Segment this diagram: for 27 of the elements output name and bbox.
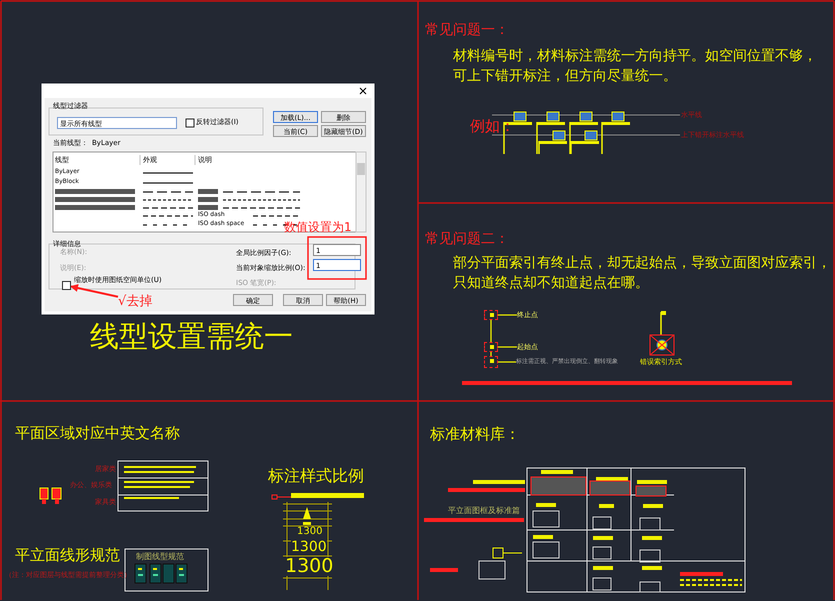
- heading: 线型设置需统一: [90, 320, 293, 354]
- heading: 常见问题一：: [425, 22, 509, 38]
- annotation: √去掉: [118, 294, 166, 310]
- arrow: [70, 284, 118, 298]
- leader-line: [490, 352, 492, 356]
- dimension-text: 1300: [297, 527, 322, 537]
- index-symbol: [484, 356, 498, 368]
- heading: 平面区域对应中英文名称: [15, 425, 180, 442]
- example-label: 例如：: [470, 118, 515, 136]
- dimension-text: 1300: [285, 557, 334, 576]
- index-symbol: [484, 310, 498, 320]
- heading: 常见问题二：: [425, 231, 509, 248]
- leader-line: [498, 346, 517, 348]
- annotation: 数值设置为1: [284, 221, 352, 235]
- box-title: 制图线型规范: [136, 552, 184, 562]
- paragraph: 部分平面索引有终止点，却无起始点，导致立面图对应索引，只知道终点却不知道起点在哪。: [453, 254, 831, 293]
- heading: 标注样式比例: [268, 467, 364, 486]
- leader-line: [498, 314, 517, 316]
- heading: 平立面线形规范: [15, 547, 120, 564]
- caption: 平立面图框及标准篇: [448, 506, 520, 516]
- paragraph: 材料编号时，材料标注需统一方向持平。如空间位置不够，可上下错开标注，但方向尽量统一。: [453, 47, 818, 86]
- dimension-text: 1300: [291, 540, 327, 554]
- index-symbol: [484, 342, 498, 352]
- checkbox: [62, 281, 71, 290]
- leader-line: [490, 320, 492, 342]
- leader-line: [498, 361, 516, 363]
- heading: 标准材料库：: [430, 426, 520, 444]
